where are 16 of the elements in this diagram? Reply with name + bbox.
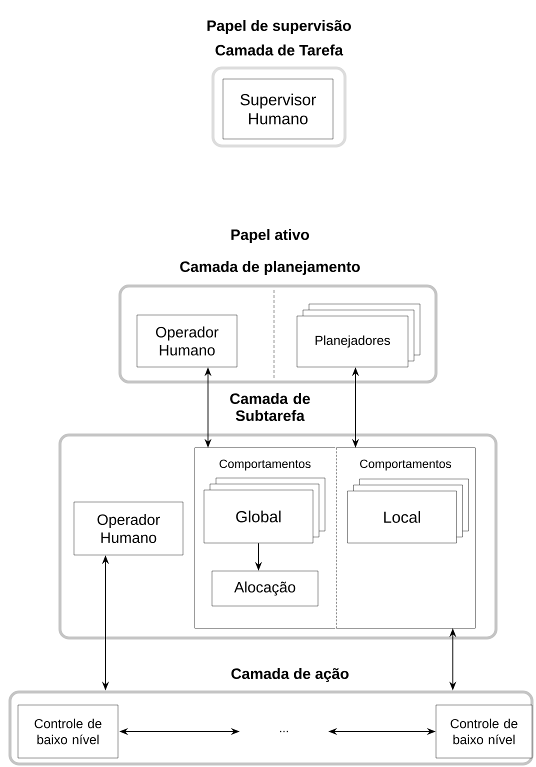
ellipsis-text: ...	[280, 730, 288, 732]
node-label: Camada de Subtarefa	[230, 392, 310, 422]
node-label: Camada de Tarefa	[216, 44, 344, 56]
node-label: Camada de ação	[231, 668, 349, 682]
node-label: Papel de supervisão	[207, 20, 351, 34]
process-box: Alocação	[212, 570, 318, 606]
stacked-boxes: Local	[347, 478, 469, 544]
process-box: Operador Humano	[74, 502, 184, 556]
stacked-boxes: Global	[204, 478, 326, 544]
node-label: Papel ativo	[231, 229, 309, 243]
process-box: Controle de baixo nível	[18, 704, 118, 758]
process-box: Operador Humano	[136, 314, 238, 368]
stacked-boxes: Planejadores	[296, 304, 420, 368]
node-label: Camada de planejamento	[180, 261, 360, 275]
process-box: Supervisor Humano	[222, 78, 334, 140]
process-box: Controle de baixo nível	[436, 704, 532, 758]
